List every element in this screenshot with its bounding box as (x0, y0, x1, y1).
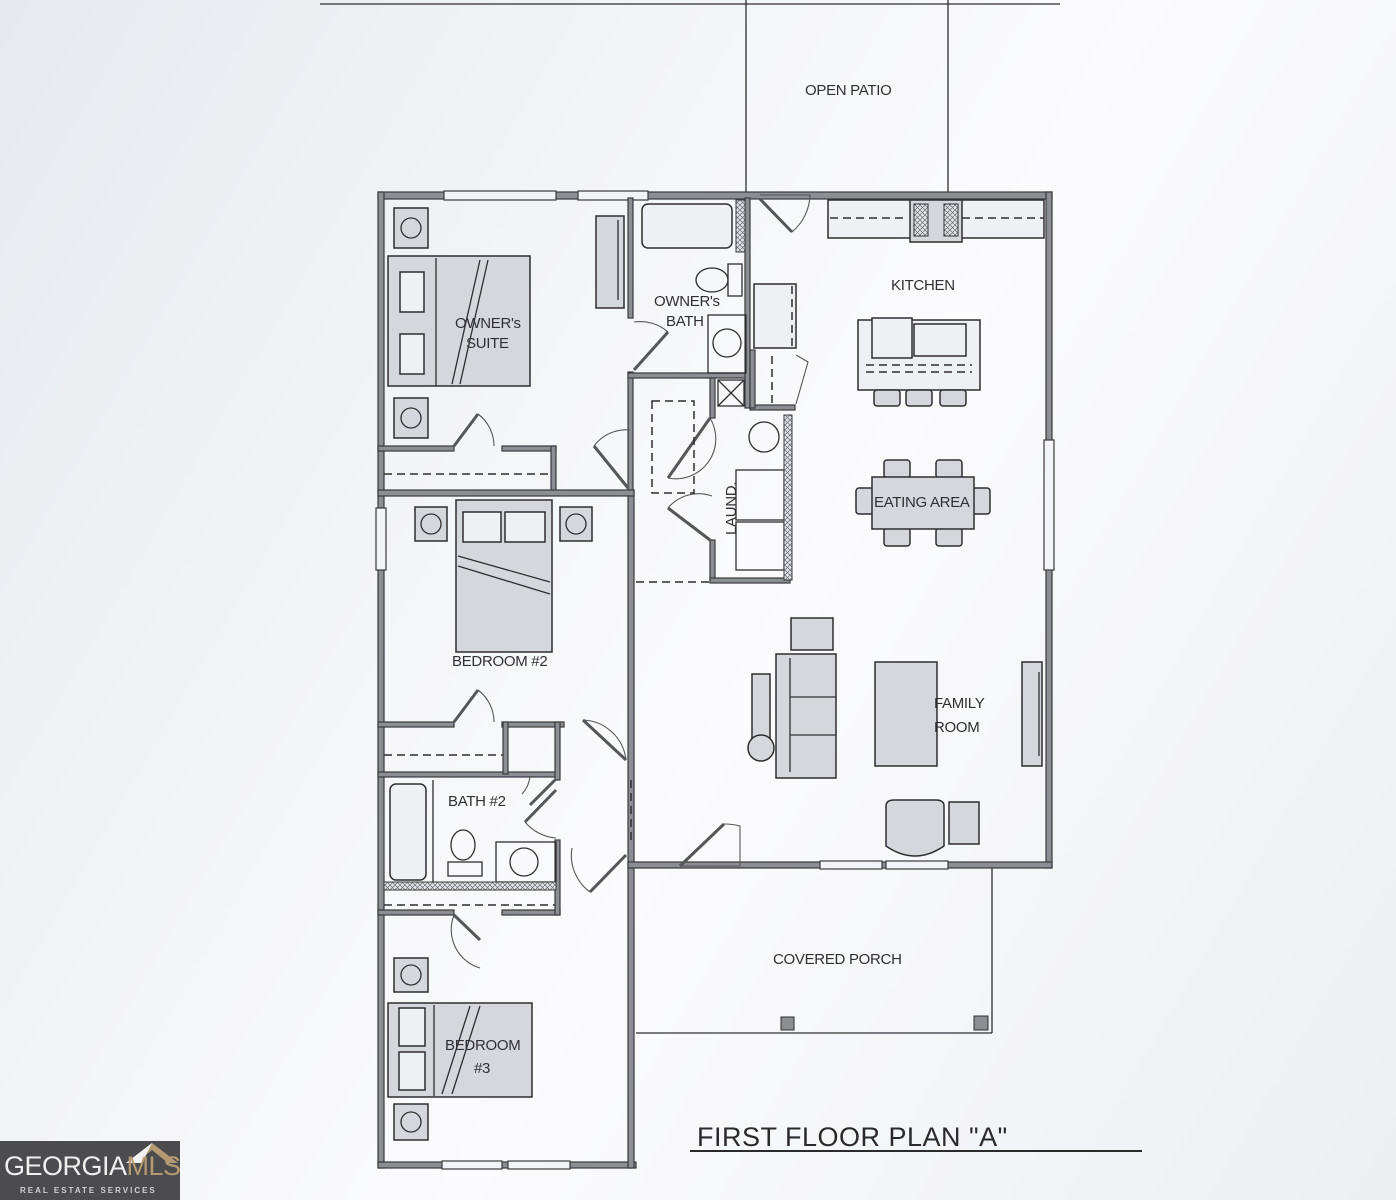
family-room-furniture: FAMILY ROOM (747, 617, 1043, 857)
open-patio-label: OPEN PATIO (805, 82, 891, 99)
owners-bath-label-1: OWNER's (654, 293, 720, 310)
windows (375, 190, 1055, 1170)
owners-suite-label-2: SUITE (466, 335, 509, 352)
georgia-mls-watermark: GEORGIAMLS REAL ESTATE SERVICES (0, 1141, 181, 1200)
eating-area-table: EATING AREA (855, 459, 991, 547)
open-patio: OPEN PATIO (320, 0, 1060, 193)
family-room-label-2: ROOM (934, 719, 979, 736)
doors (450, 194, 811, 969)
bath2-label: BATH #2 (448, 793, 506, 810)
kitchen-fixtures: KITCHEN (753, 199, 1045, 407)
family-room-label-1: FAMILY (934, 695, 985, 712)
watermark-tagline: REAL ESTATE SERVICES (20, 1186, 157, 1195)
eating-area-label: EATING AREA (874, 494, 970, 511)
laundry-fixtures: LAUND. (651, 400, 793, 581)
watermark-brand: GEORGIAMLS (4, 1151, 181, 1182)
watermark-brand-primary: GEORGIA (4, 1151, 127, 1181)
kitchen-label: KITCHEN (891, 277, 955, 294)
watermark-brand-accent: MLS (126, 1151, 182, 1181)
bedroom2-furniture: BEDROOM #2 (384, 499, 593, 756)
covered-porch-label: COVERED PORCH (773, 951, 902, 968)
bedroom3-furniture: BEDROOM #3 (387, 957, 533, 1141)
bedroom3-label-1: BEDROOM (445, 1037, 520, 1054)
covered-porch: COVERED PORCH (636, 868, 993, 1034)
bath2-fixtures: BATH #2 (383, 780, 557, 906)
owners-bath-fixtures: OWNER's BATH (641, 199, 747, 407)
roof-icon (126, 1143, 178, 1163)
laundry-label: LAUND. (723, 482, 740, 535)
bedroom2-label: BEDROOM #2 (452, 653, 547, 670)
plan-title: FIRST FLOOR PLAN "A" (690, 1122, 1142, 1152)
owners-suite-furniture: OWNER's SUITE (384, 207, 625, 475)
interior-walls (377, 197, 796, 916)
owners-bath-label-2: BATH (666, 313, 704, 330)
owners-suite-label-1: OWNER's (455, 315, 521, 332)
plan-title-text: FIRST FLOOR PLAN "A" (697, 1122, 1008, 1152)
bedroom3-label-2: #3 (474, 1060, 490, 1077)
